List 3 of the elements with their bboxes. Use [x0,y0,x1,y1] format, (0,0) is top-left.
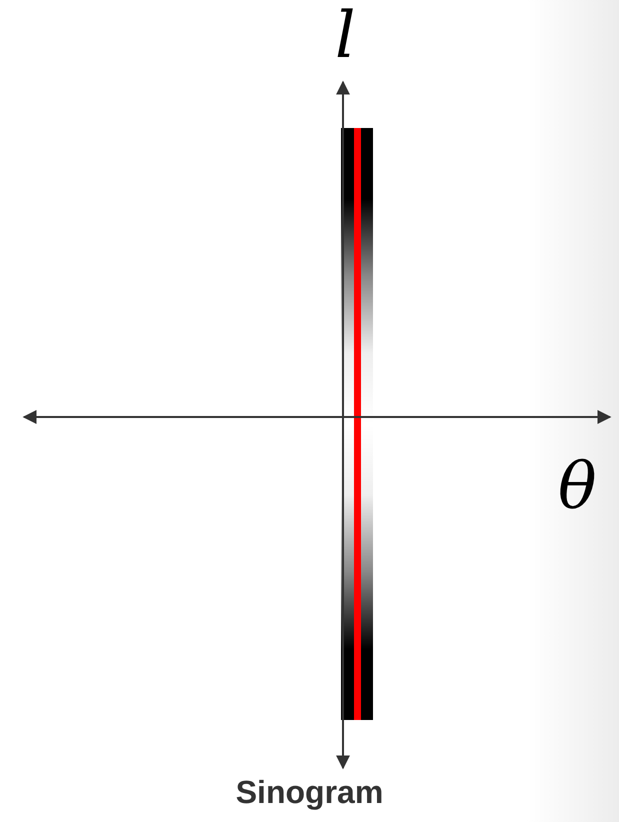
caption: Sinogram [234,774,384,811]
axis-label: θ [558,455,597,519]
axis-label: l [335,4,356,68]
